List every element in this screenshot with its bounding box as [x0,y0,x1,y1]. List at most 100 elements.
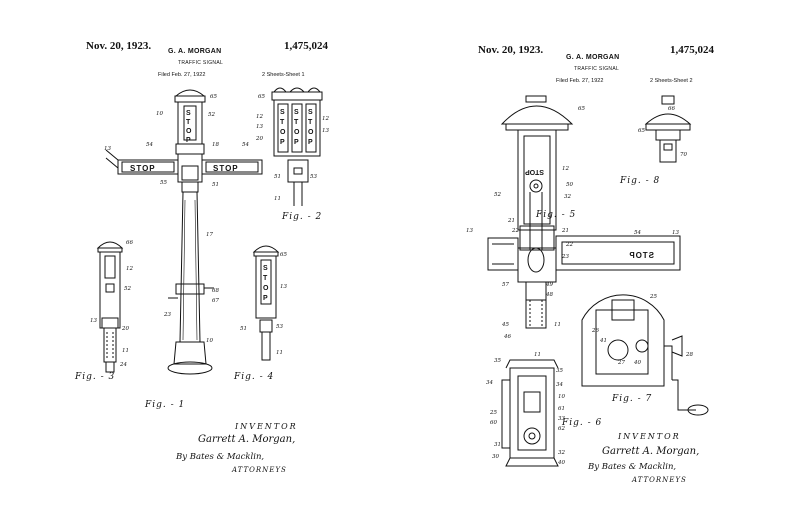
fig6-label: Fig. - 6 [562,418,603,428]
svg-text:65: 65 [258,94,265,100]
svg-text:48: 48 [545,292,553,298]
fig6-base-section [501,359,559,467]
svg-text:T: T [263,275,268,282]
svg-text:32: 32 [558,450,565,456]
svg-text:13: 13 [90,318,97,324]
svg-text:54: 54 [146,142,153,148]
svg-text:10: 10 [156,111,163,117]
svg-text:13: 13 [322,128,329,134]
svg-text:35: 35 [556,368,563,374]
svg-text:12: 12 [256,114,263,120]
fig5-section-view: STOP STOP [487,95,681,329]
svg-text:T: T [308,119,313,126]
fig8-detail-view [644,95,692,163]
svg-text:T: T [186,119,191,126]
svg-text:22: 22 [565,242,573,248]
svg-text:55: 55 [160,180,167,186]
fig3-side-view [96,241,124,373]
sheet2-filed: Filed Feb. 27, 1922 [556,78,604,84]
fig4-label: Fig. - 4 [234,372,275,382]
svg-text:24: 24 [119,362,127,368]
sheet2-patent-number: 1,475,024 [670,44,714,56]
svg-text:23: 23 [561,254,569,260]
svg-text:P: P [263,295,268,302]
svg-text:STOP: STOP [213,164,239,173]
fig8-label: Fig. - 8 [620,176,661,186]
svg-text:18: 18 [212,142,219,148]
svg-text:35: 35 [494,358,501,364]
svg-text:T: T [294,119,299,126]
svg-text:20: 20 [255,136,263,142]
attorneys-label-2: ATTORNEYS [632,476,687,484]
fig5-label: Fig. - 5 [536,210,577,220]
svg-text:57: 57 [502,282,509,288]
attorney-signature: By Bates & Macklin, [176,452,265,462]
svg-text:65: 65 [210,94,217,100]
attorney-signature-2: By Bates & Macklin, [588,462,677,472]
svg-text:51: 51 [274,174,281,180]
svg-text:50: 50 [566,182,573,188]
svg-text:68: 68 [212,288,219,294]
svg-text:28: 28 [685,352,693,358]
svg-text:34: 34 [556,382,563,388]
svg-text:13: 13 [104,146,111,152]
fig1-label: Fig. - 1 [145,400,186,410]
svg-text:52: 52 [494,192,501,198]
svg-text:S: S [263,265,268,272]
svg-text:70: 70 [680,152,687,158]
svg-text:49: 49 [545,282,553,288]
svg-text:17: 17 [206,232,213,238]
svg-text:67: 67 [212,298,219,304]
svg-text:41: 41 [599,338,607,344]
svg-text:11: 11 [274,196,281,202]
sheet2-title: TRAFFIC SIGNAL [574,66,620,72]
sheet1-title: TRAFFIC SIGNAL [178,60,224,66]
svg-text:51: 51 [212,182,219,188]
svg-text:34: 34 [486,380,493,386]
svg-text:O: O [308,129,314,136]
svg-text:STOP: STOP [628,251,654,260]
svg-text:12: 12 [126,266,133,272]
svg-text:10: 10 [558,394,565,400]
svg-text:13: 13 [672,230,679,236]
svg-text:O: O [263,285,269,292]
svg-text:53: 53 [310,174,317,180]
svg-text:46: 46 [503,334,511,340]
sheet1-date: Nov. 20, 1923. [86,40,152,52]
svg-text:60: 60 [490,420,497,426]
svg-text:61: 61 [558,406,565,412]
fig1-signal-assembly: S T O P STOP STOP [105,89,263,375]
svg-text:45: 45 [501,322,509,328]
sheet1-inventor-name: G. A. MORGAN [168,48,222,55]
svg-text:32: 32 [564,194,571,200]
sheet1-drawing: S T O P STOP STOP [90,87,329,375]
inventor-label: INVENTOR [235,422,298,431]
svg-text:53: 53 [276,324,283,330]
sheet1-sheets: 2 Sheets-Sheet 1 [262,72,305,78]
svg-text:25: 25 [649,294,657,300]
svg-text:11: 11 [554,322,561,328]
svg-text:21: 21 [507,218,515,224]
svg-text:S: S [280,109,285,116]
sheet2-sheets: 2 Sheets-Sheet 2 [650,78,693,84]
svg-text:P: P [280,139,285,146]
svg-text:12: 12 [562,166,569,172]
svg-text:33: 33 [558,416,565,422]
svg-text:O: O [294,129,300,136]
svg-text:25: 25 [489,410,497,416]
svg-text:11: 11 [534,352,541,358]
svg-text:20: 20 [121,326,129,332]
sheet1-patent-number: 1,475,024 [284,40,328,52]
fig7-crank-section [581,294,709,416]
svg-text:30: 30 [492,454,499,460]
svg-text:O: O [280,129,286,136]
svg-text:STOP: STOP [130,164,156,173]
svg-text:54: 54 [634,230,641,236]
fig3-label: Fig. - 3 [75,372,116,382]
svg-text:51: 51 [240,326,247,332]
fig4-side-view: S T O P [252,245,280,361]
svg-text:65: 65 [578,106,585,112]
svg-text:13: 13 [256,124,263,130]
svg-text:31: 31 [494,442,501,448]
patent-sheet-1: Nov. 20, 1923. G. A. MORGAN 1,475,024 TR… [75,40,329,474]
